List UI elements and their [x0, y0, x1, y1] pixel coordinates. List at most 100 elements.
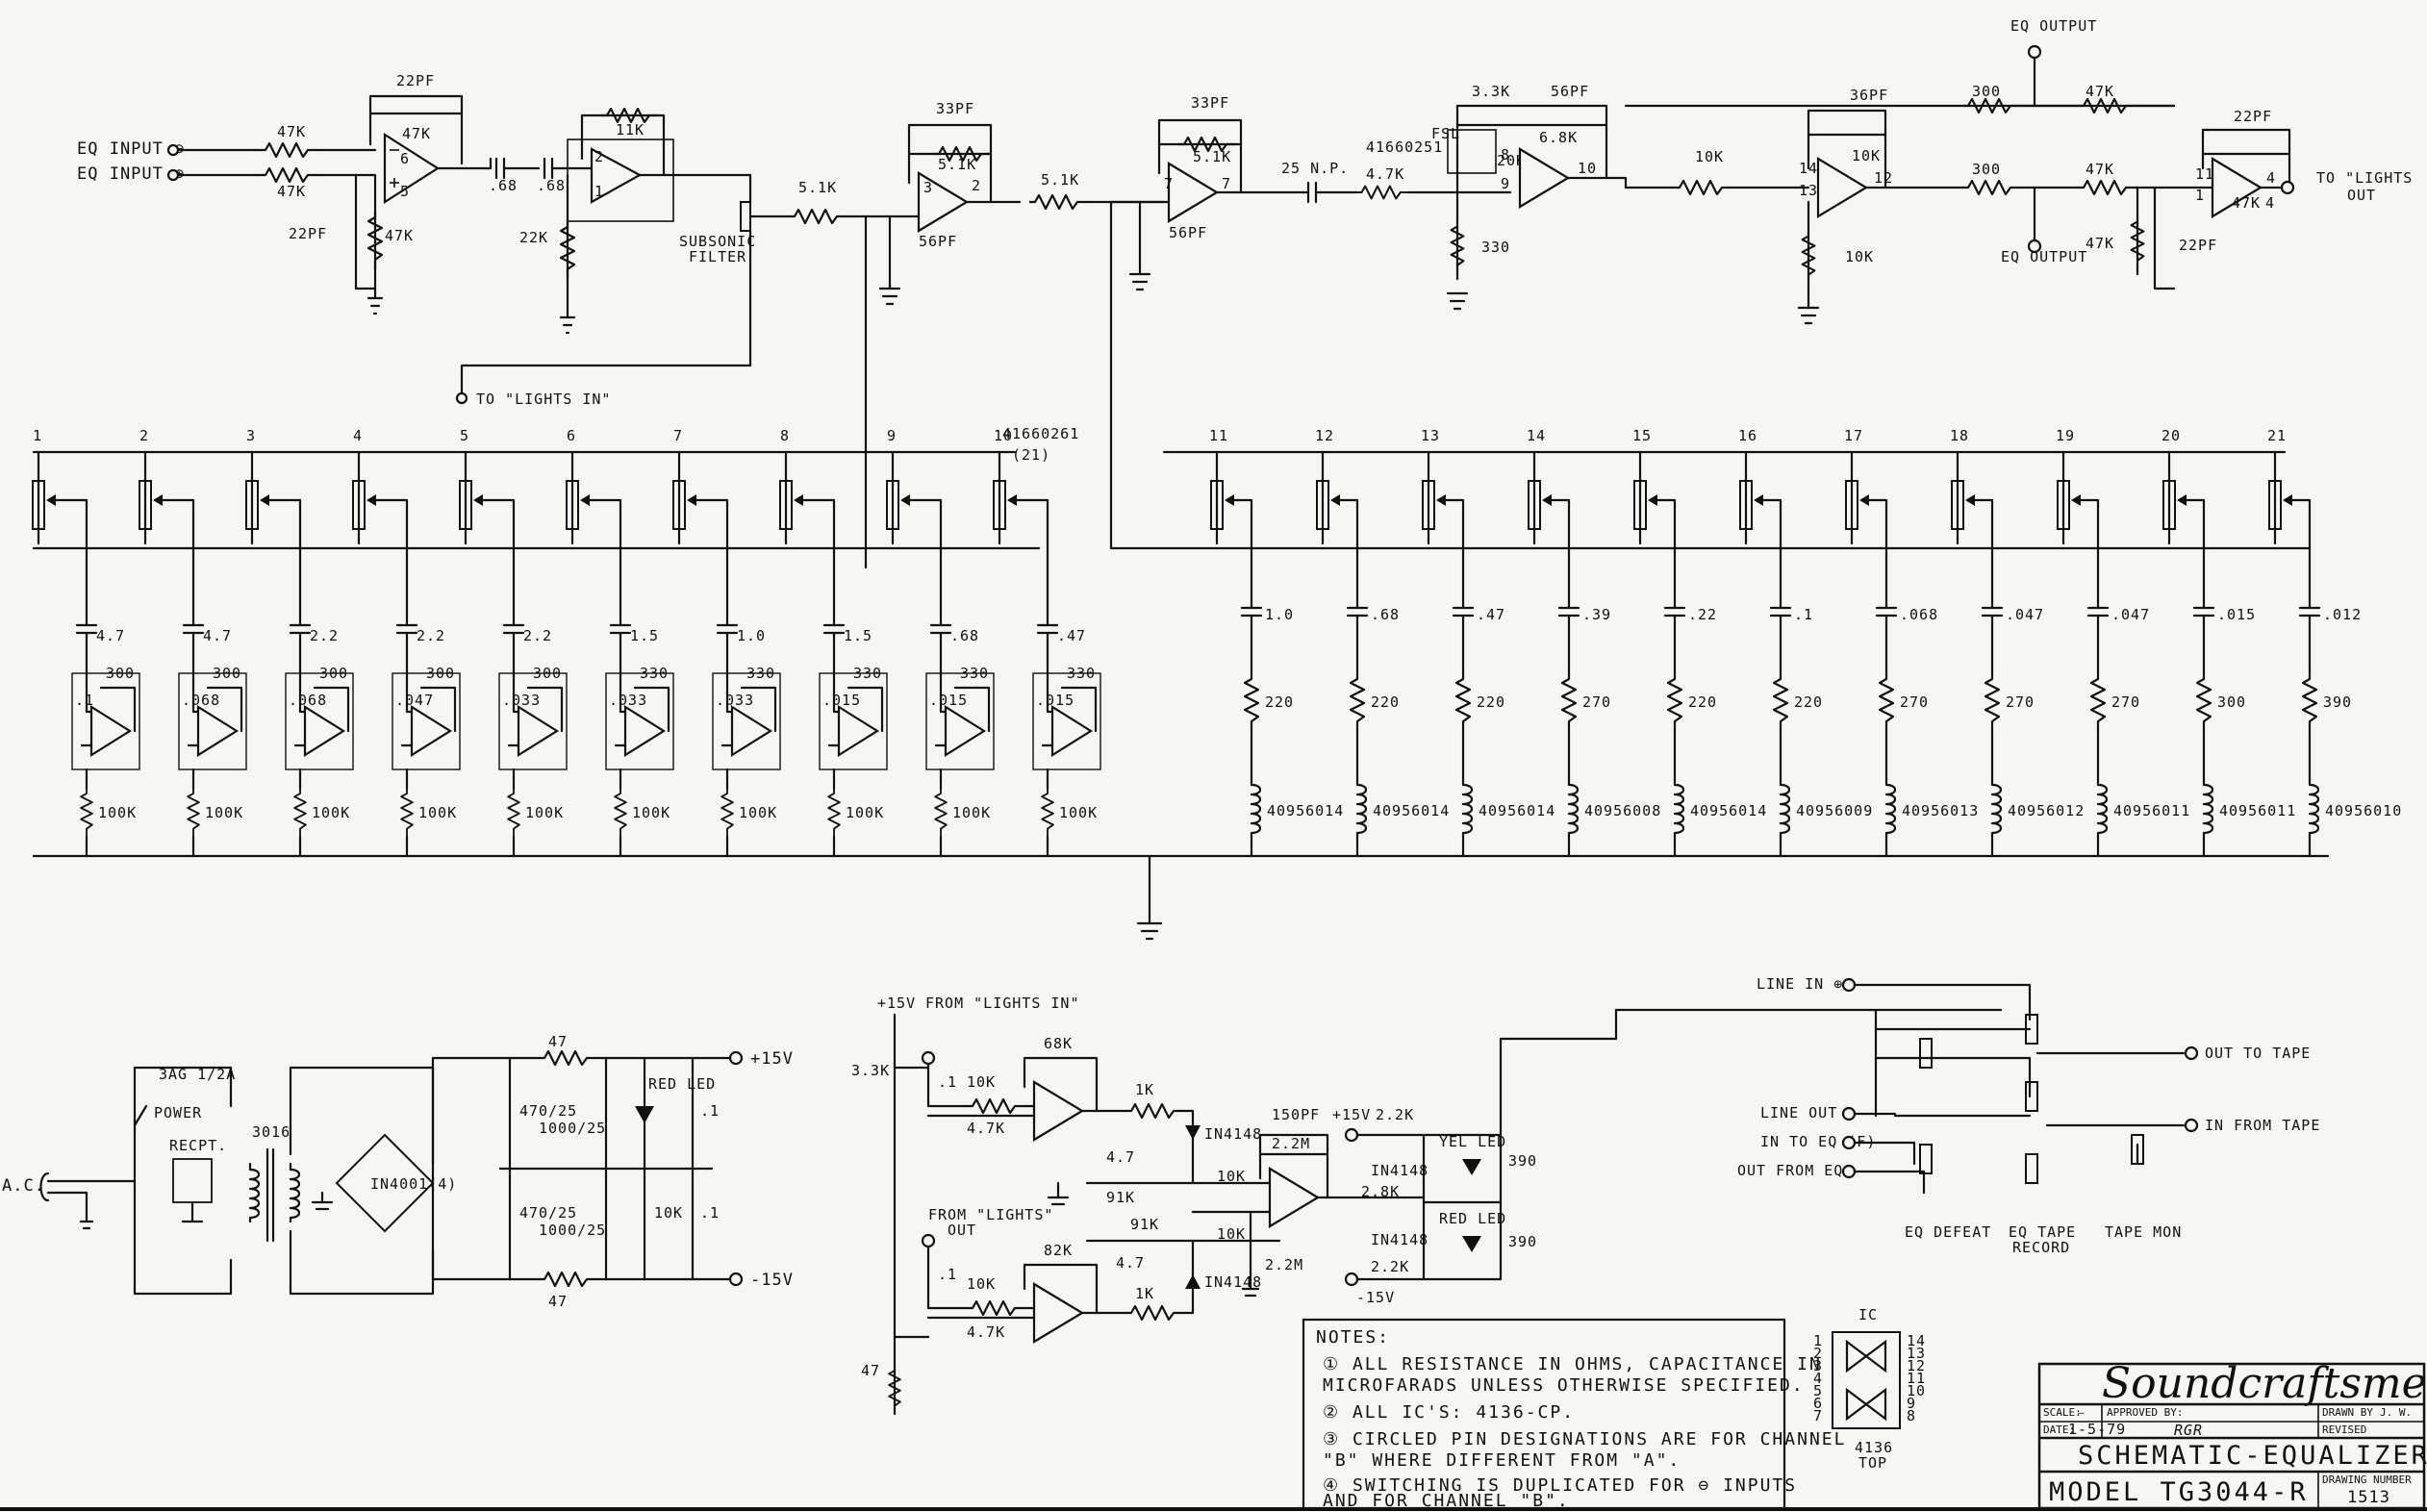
line-in-terminal[interactable]: [1841, 977, 1857, 993]
pot-wiper-arrow: [1225, 494, 1234, 506]
slider-pot[interactable]: [1633, 480, 1647, 530]
approved-label: APPROVED BY:: [2107, 1406, 2183, 1419]
slider-pot[interactable]: [139, 480, 152, 530]
meter-r-10k-b: 10K: [967, 1275, 996, 1293]
ic-pin-right: 11: [1907, 1370, 1926, 1387]
pin-4: 4: [2266, 169, 2276, 187]
c-in-value: 1.0: [737, 627, 766, 644]
ic-pin-left: 1: [1813, 1332, 1823, 1349]
c-value: .012: [2323, 606, 2362, 623]
channel-number: 17: [1844, 427, 1863, 444]
meter-c-a: .1: [938, 1073, 957, 1091]
eq-defeat-switch-a[interactable]: [1919, 1038, 1933, 1069]
out-to-tape-terminal[interactable]: [2184, 1046, 2199, 1061]
fsl-pot[interactable]: [1447, 129, 1497, 174]
slider-pot[interactable]: [2057, 480, 2070, 530]
signature: RGR: [2174, 1422, 2203, 1439]
neg-rail-terminal[interactable]: [728, 1272, 744, 1287]
pot-wiper-arrow: [794, 494, 803, 506]
yellow-led: [1462, 1159, 1481, 1175]
from-lights-out-label-1: FROM "LIGHTS": [928, 1206, 1053, 1223]
meter-led-a: YEL LED: [1439, 1133, 1506, 1150]
eq-input-minus-terminal[interactable]: [166, 143, 180, 157]
ic-pin-right: 12: [1907, 1357, 1926, 1374]
r-fb-value: 300: [533, 665, 562, 682]
slider-pot[interactable]: [1210, 480, 1224, 530]
slider-pot[interactable]: [245, 480, 259, 530]
eq-output-minus-terminal[interactable]: [2027, 239, 2042, 254]
r-value: 220: [1477, 693, 1505, 711]
power-switch[interactable]: [133, 1104, 148, 1127]
eq-tape-switch-a[interactable]: [2025, 1014, 2038, 1045]
gyrator-box: [605, 672, 674, 770]
slider-pot[interactable]: [32, 480, 45, 530]
meter-vpos-terminal[interactable]: [1344, 1127, 1359, 1143]
red-led-meter: [1462, 1236, 1481, 1252]
slider-pot[interactable]: [1422, 480, 1435, 530]
inductor: [1250, 779, 1261, 837]
c-s-value: .033: [609, 692, 647, 709]
in-from-tape-terminal[interactable]: [2184, 1118, 2199, 1133]
resistor: [1773, 673, 1788, 731]
opamp-meter-a: [1032, 1080, 1085, 1142]
r-g-value: 100K: [952, 804, 991, 821]
eq-defeat-switch-b[interactable]: [1919, 1144, 1933, 1174]
eq-tape-switch-b[interactable]: [2025, 1081, 2038, 1112]
slider-pot[interactable]: [1739, 480, 1753, 530]
pwr-c-pos-v: 1000/25: [539, 1120, 606, 1137]
opamp-mix: [917, 171, 970, 233]
c2-value: .68: [537, 177, 566, 194]
slider-pot[interactable]: [459, 480, 472, 530]
pos-rail-terminal[interactable]: [728, 1050, 744, 1066]
meter-d1: IN4148: [1204, 1125, 1262, 1143]
eq-input-plus-terminal[interactable]: [166, 168, 180, 182]
eq-tape-switch-c[interactable]: [2025, 1153, 2038, 1184]
slider-pot[interactable]: [2268, 480, 2282, 530]
slider-pot[interactable]: [672, 480, 686, 530]
lights-out-terminal[interactable]: [2280, 180, 2295, 195]
note-line-4: ③ CIRCLED PIN DESIGNATIONS ARE FOR CHANN…: [1323, 1429, 1846, 1449]
slider-pot[interactable]: [1528, 480, 1541, 530]
line-out-terminal[interactable]: [1841, 1106, 1857, 1121]
resistor: [2302, 673, 2317, 731]
out-r-33: 3.3K: [1472, 83, 1510, 100]
r-in2-value: 47K: [277, 183, 306, 200]
slider-pot[interactable]: [566, 480, 579, 530]
slider-pot[interactable]: [2162, 480, 2176, 530]
subsonic-switch[interactable]: [740, 201, 751, 232]
eq-output-plus-terminal[interactable]: [2027, 44, 2042, 60]
from-lights-out-terminal[interactable]: [921, 1233, 936, 1248]
out-from-eq-terminal[interactable]: [1841, 1164, 1857, 1179]
inductor: [1779, 779, 1790, 837]
from-lights-out-label-2: OUT: [948, 1222, 976, 1239]
slider-pot[interactable]: [779, 480, 793, 530]
pot-wiper-arrow: [1859, 494, 1869, 506]
slider-pot[interactable]: [1845, 480, 1858, 530]
inductor: [1673, 779, 1684, 837]
in-to-eq-terminal[interactable]: [1841, 1135, 1857, 1150]
c-in-value: 2.2: [523, 627, 552, 644]
meter-r-47: 47: [861, 1362, 880, 1379]
transformer-primary: [248, 1162, 260, 1223]
r-gnd-value: 47K: [385, 227, 414, 244]
slider-pot[interactable]: [993, 480, 1006, 530]
pwr-c-neg: 470/25: [519, 1204, 577, 1222]
slider-pot[interactable]: [352, 480, 366, 530]
slider-pot[interactable]: [886, 480, 899, 530]
lights-in-terminal[interactable]: [455, 391, 468, 405]
slider-pot[interactable]: [1951, 480, 1964, 530]
meter-vneg-terminal[interactable]: [1344, 1272, 1359, 1287]
inductor-part: 40956013: [1902, 802, 1979, 819]
ic-pin-right: 9: [1907, 1395, 1916, 1412]
r-value: 300: [2217, 693, 2246, 711]
from-lights-in-terminal[interactable]: [921, 1050, 936, 1066]
out-r-47b: 47K: [2086, 161, 2114, 178]
slider-pot[interactable]: [1316, 480, 1329, 530]
pot-wiper-arrow: [1330, 494, 1340, 506]
ac-label: A.C.: [2, 1176, 45, 1196]
ic-pin-right: 13: [1907, 1345, 1926, 1362]
c-value: .47: [1477, 606, 1505, 623]
